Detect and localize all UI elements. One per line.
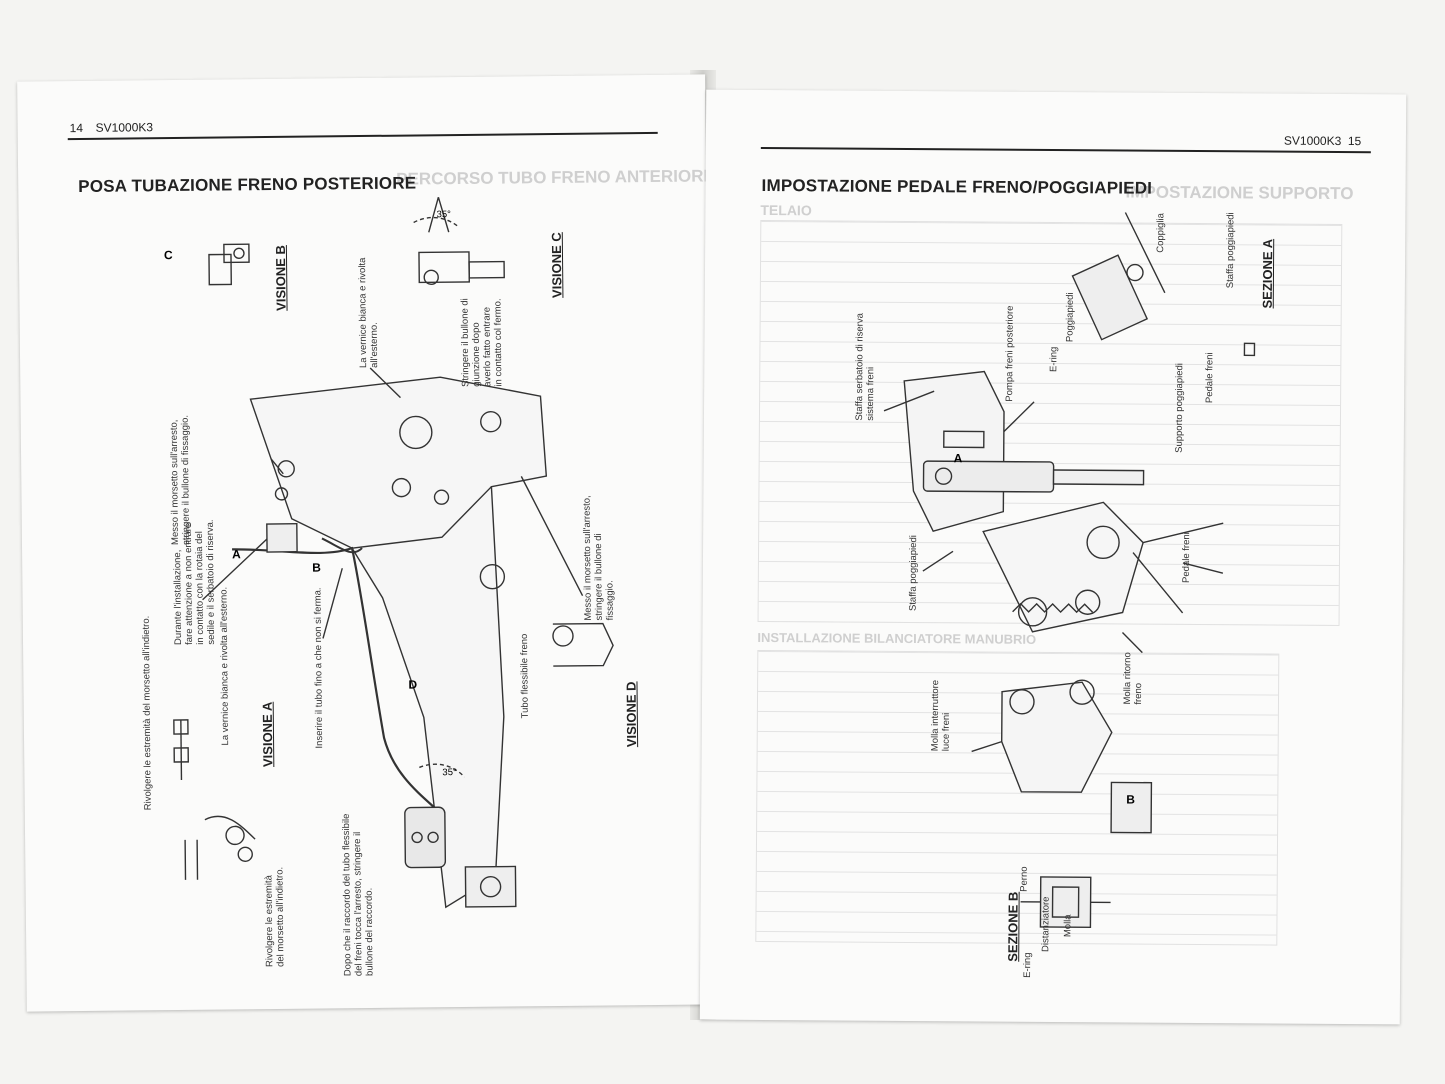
label-pedale-freni: Pedale freni	[1180, 532, 1193, 583]
letter-d: D	[408, 677, 418, 692]
sezione-b-heading: SEZIONE B	[1005, 891, 1021, 962]
letter-b: B	[1126, 792, 1136, 807]
note-inserire: Inserire il tubo fino a che non si ferma…	[312, 587, 326, 749]
note-messo-2: Messo il morsetto sull'arresto, stringer…	[581, 495, 616, 621]
label-coppiglia: Coppiglia	[1155, 213, 1167, 253]
label-pompa-freni: Pompa freni posteriore	[1004, 305, 1016, 402]
note-dopo: Dopo che il raccordo del tubo flessibile…	[340, 813, 376, 977]
label-distanziatore: Distanziatore	[1040, 896, 1052, 952]
label-poggiapiedi: Poggiapiedi	[1064, 292, 1076, 343]
visione-d-heading: VISIONE D	[623, 681, 640, 748]
label-staffa-poggiapiedi: Staffa poggiapiedi	[907, 535, 920, 612]
letter-c: C	[163, 248, 173, 263]
note-tubo-flessibile: Tubo flessibile freno	[518, 633, 531, 719]
letter-a: A	[953, 451, 963, 466]
label-staffa-poggiapiedi-a: Staffa poggiapiedi	[1224, 212, 1237, 289]
note-stringere: Stringere il bullone di giunzione dopo a…	[459, 298, 505, 388]
label-perno: Perno	[1018, 866, 1030, 892]
left-page: 14 SV1000K3 PERCORSO TUBO FRENO ANTERIOR…	[17, 74, 715, 1012]
label-e-ring-a: E-ring	[1048, 346, 1060, 373]
label-supporto-poggiapiedi: Supporto poggiapiedi	[1173, 363, 1186, 453]
label-molla-interruttore: Molla interruttore luce freni	[929, 679, 952, 752]
note-rivolgere-2: Rivolgere le estremità del morsetto all'…	[263, 866, 287, 968]
letter-b: B	[312, 560, 321, 575]
brake-pedal-footrest-diagram	[883, 212, 1256, 928]
label-e-ring-b: E-ring	[1022, 952, 1034, 978]
angle-bottom-label: 35°	[442, 767, 457, 779]
label-pedale-freni-a: Pedale freni	[1204, 352, 1216, 404]
label-staffa-serbatoio: Staffa serbatoio di riserva sistema fren…	[853, 313, 877, 421]
visione-b-heading: VISIONE B	[272, 245, 289, 311]
visione-c-heading: VISIONE C	[548, 232, 565, 299]
note-vernice-1: La vernice bianca e rivolta all'esterno.	[218, 586, 232, 746]
letter-a: A	[232, 547, 241, 562]
rear-brake-hose-diagram	[173, 197, 614, 909]
sezione-a-heading: SEZIONE A	[1259, 238, 1276, 309]
right-page: SV1000K3 15 IMPOSTAZIONE SUPPORTO TELAIO…	[699, 89, 1407, 1025]
visione-a-heading: VISIONE A	[259, 701, 276, 768]
note-vernice-2: La vernice bianca e rivolta all'esterno.	[357, 257, 381, 369]
note-rivolgere-1: Rivolgere le estremità del morsetto all'…	[140, 615, 154, 811]
label-molla-ritorno: Molla ritorno freno	[1121, 652, 1145, 705]
angle-top-label: 35°	[436, 209, 451, 221]
note-messo-1: Messo il morsetto sull'arresto, stringer…	[168, 414, 193, 546]
label-molla: Molla	[1062, 914, 1074, 938]
